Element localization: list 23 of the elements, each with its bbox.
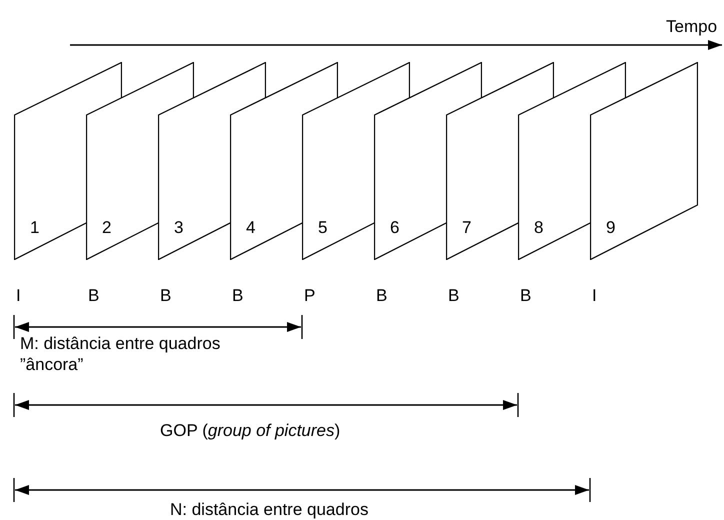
frame-number: 9	[606, 218, 616, 238]
axis-label: Tempo	[666, 17, 718, 37]
video-frame	[590, 62, 698, 260]
frame-number: 8	[534, 218, 544, 238]
frame-type-label: B	[232, 286, 244, 306]
dimension-label: M: distância entre quadros ”âncora”	[20, 333, 222, 375]
frame-type-label: B	[160, 286, 172, 306]
frame-number: 7	[462, 218, 472, 238]
frame-number: 4	[246, 218, 256, 238]
frame-number: 6	[390, 218, 400, 238]
dimension-label: N: distância entre quadros	[170, 500, 368, 520]
frame-number: 2	[102, 218, 112, 238]
frame-type-label: P	[304, 286, 316, 306]
frame-number: 1	[30, 218, 40, 238]
frame-type-label: B	[448, 286, 460, 306]
frame-type-label: B	[520, 286, 532, 306]
frame-number: 3	[174, 218, 184, 238]
frame-type-label: B	[376, 286, 388, 306]
frame-type-label: I	[592, 286, 597, 306]
frame-type-label: B	[88, 286, 100, 306]
frame-number: 5	[318, 218, 328, 238]
frame-type-label: I	[16, 286, 21, 306]
dimension-label: GOP (group of pictures)	[160, 421, 340, 441]
